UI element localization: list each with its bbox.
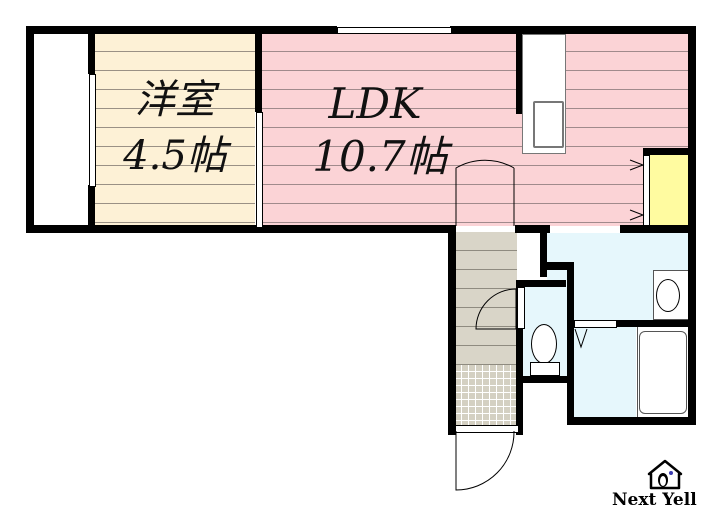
bathtub — [639, 331, 687, 414]
ldk-size: 10.7帖 — [312, 132, 448, 181]
entrance-threshold — [455, 425, 519, 433]
wall — [540, 262, 570, 270]
logo-text: Next Yell — [612, 490, 697, 510]
toilet-door — [517, 287, 525, 329]
wall — [567, 417, 696, 425]
washroom-door — [574, 320, 617, 328]
sliding-door-western — [89, 74, 96, 187]
balcony — [33, 33, 89, 226]
wall — [26, 225, 456, 233]
bathroom-dressing — [574, 327, 636, 417]
storage-closet — [649, 155, 690, 226]
toilet-bowl — [531, 324, 557, 364]
western-room-size: 4.5帖 — [123, 133, 227, 179]
wall — [88, 26, 95, 74]
ldk-name: LDK — [328, 79, 422, 128]
wall — [516, 280, 523, 435]
wall — [88, 185, 95, 229]
wall — [567, 262, 574, 424]
western-room — [95, 33, 255, 226]
ldk-room — [262, 33, 690, 226]
wall — [26, 26, 337, 34]
wall — [516, 376, 572, 383]
wall — [255, 26, 262, 112]
wall — [620, 225, 696, 233]
sliding-door-ldk — [256, 112, 263, 228]
hallway — [455, 232, 517, 365]
wall — [643, 148, 695, 155]
wall — [516, 280, 566, 287]
western-room-name: 洋室 — [135, 77, 215, 123]
washbasin — [656, 279, 680, 312]
wall — [26, 26, 34, 232]
wall — [516, 34, 522, 114]
house-logo-icon — [647, 459, 683, 490]
wall — [688, 26, 696, 418]
wall — [615, 320, 695, 327]
toilet-tank — [530, 362, 560, 376]
wall — [448, 225, 456, 435]
wall — [540, 232, 547, 277]
kitchen-sink — [533, 101, 564, 148]
window-top — [337, 27, 452, 34]
entrance-genkan — [455, 365, 517, 425]
wall — [515, 225, 550, 233]
wall — [450, 26, 696, 34]
